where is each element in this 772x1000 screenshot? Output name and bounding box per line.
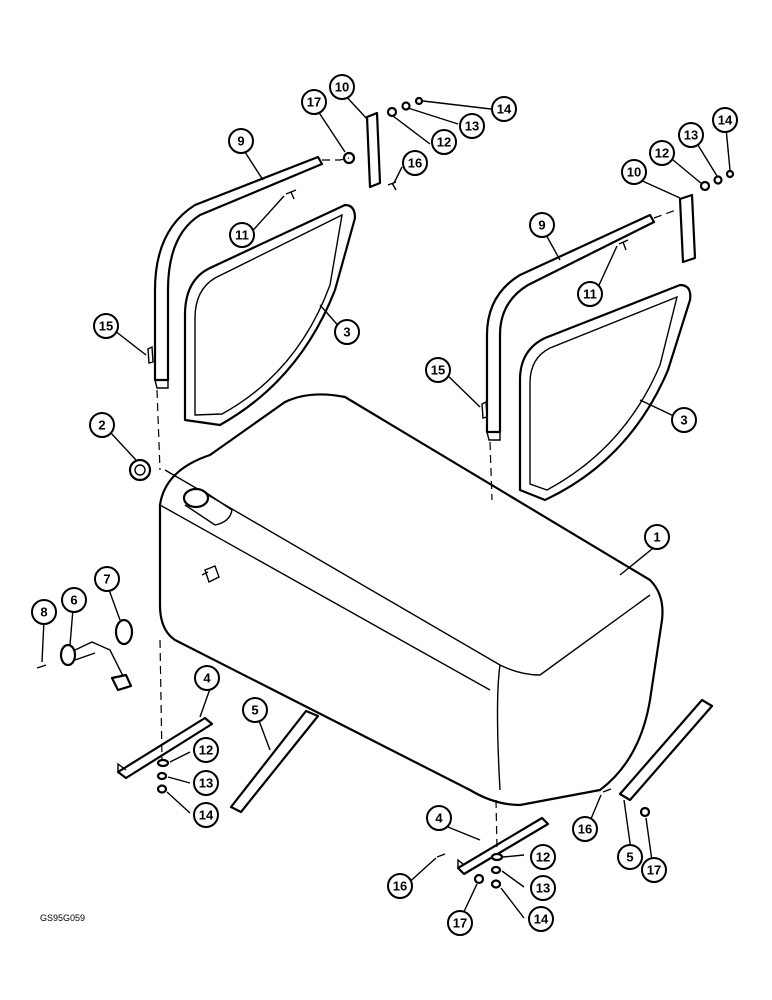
callout-10: 10 (329, 74, 355, 100)
svg-text:9: 9 (237, 134, 244, 149)
strap-bracket-left (153, 155, 324, 389)
svg-text:12: 12 (437, 135, 451, 150)
callout-9: 9 (529, 212, 555, 238)
sender-gasket (114, 618, 134, 646)
svg-text:8: 8 (40, 605, 47, 620)
callout-13: 13 (459, 113, 485, 139)
svg-text:12: 12 (199, 743, 213, 758)
svg-text:1: 1 (653, 530, 660, 545)
svg-text:9: 9 (538, 218, 545, 233)
svg-text:13: 13 (536, 881, 550, 896)
callout-4: 4 (194, 665, 220, 691)
svg-text:17: 17 (307, 95, 321, 110)
sender-screw (36, 664, 47, 669)
svg-text:10: 10 (335, 80, 349, 95)
svg-text:13: 13 (684, 128, 698, 143)
callout-14: 14 (491, 96, 517, 122)
callout-12: 12 (530, 844, 556, 870)
callout-8: 8 (31, 599, 57, 625)
svg-text:5: 5 (626, 850, 633, 865)
callout-11: 11 (229, 222, 255, 248)
fuel-cap (128, 458, 152, 482)
alignment-lines (156, 157, 677, 851)
callout-15: 15 (425, 357, 451, 383)
svg-text:16: 16 (578, 822, 592, 837)
svg-text:17: 17 (453, 916, 467, 931)
callout-15: 15 (93, 313, 119, 339)
rubber-pad-right (618, 698, 714, 802)
svg-text:14: 14 (534, 912, 549, 927)
svg-text:14: 14 (199, 808, 214, 823)
callout-3: 3 (671, 407, 697, 433)
svg-text:3: 3 (343, 325, 350, 340)
svg-text:16: 16 (408, 156, 422, 171)
callout-16: 16 (402, 150, 428, 176)
svg-text:15: 15 (431, 363, 445, 378)
callout-13: 13 (530, 875, 556, 901)
callout-3: 3 (334, 319, 360, 345)
callout-14: 14 (193, 802, 219, 828)
callout-6: 6 (61, 587, 87, 613)
support-bracket-left (116, 716, 214, 780)
callout-5: 5 (242, 697, 268, 723)
svg-text:15: 15 (99, 319, 113, 334)
svg-text:11: 11 (583, 287, 597, 302)
callout-17: 17 (301, 89, 327, 115)
hardware-lower-left (156, 758, 170, 794)
svg-text:4: 4 (435, 811, 443, 826)
callout-14: 14 (712, 107, 738, 133)
svg-text:17: 17 (647, 863, 661, 878)
callout-5: 5 (617, 844, 643, 870)
callout-16: 16 (387, 873, 413, 899)
callout-16: 16 (572, 816, 598, 842)
svg-text:5: 5 (251, 703, 258, 718)
hardware-lower-right (436, 788, 651, 889)
callout-11: 11 (577, 281, 603, 307)
callout-12: 12 (193, 737, 219, 763)
svg-text:12: 12 (655, 146, 669, 161)
support-bracket-right (456, 816, 550, 876)
mount-plate-right (678, 193, 697, 264)
svg-text:7: 7 (103, 572, 110, 587)
callout-13: 13 (678, 122, 704, 148)
callout-7: 7 (94, 566, 120, 592)
callout-12: 12 (431, 129, 457, 155)
strap-bracket-right (485, 213, 656, 441)
callout-4: 4 (426, 805, 452, 831)
rubber-pad-left (229, 709, 320, 814)
fuel-tank (158, 393, 664, 807)
svg-text:12: 12 (536, 850, 550, 865)
callout-17: 17 (641, 857, 667, 883)
svg-text:2: 2 (98, 418, 105, 433)
svg-text:13: 13 (199, 776, 213, 791)
svg-text:4: 4 (203, 671, 211, 686)
tank-strap-right (518, 283, 692, 502)
callout-14: 14 (528, 906, 554, 932)
mount-plate-left (365, 111, 382, 189)
callout-1: 1 (644, 524, 670, 550)
figure-code: GS95G059 (40, 913, 85, 923)
fuel-sender-unit (59, 641, 133, 692)
callout-13: 13 (193, 770, 219, 796)
callout-2: 2 (89, 412, 115, 438)
callout-12: 12 (649, 140, 675, 166)
svg-text:14: 14 (497, 102, 512, 117)
callout-17: 17 (447, 910, 473, 936)
svg-text:13: 13 (465, 119, 479, 134)
svg-text:11: 11 (235, 228, 249, 243)
callout-9: 9 (228, 128, 254, 154)
tank-strap-left (183, 203, 357, 427)
svg-text:14: 14 (718, 113, 733, 128)
callout-10: 10 (621, 159, 647, 185)
svg-text:3: 3 (680, 413, 687, 428)
svg-text:16: 16 (393, 879, 407, 894)
svg-text:6: 6 (70, 593, 77, 608)
svg-text:10: 10 (627, 165, 641, 180)
hardware-top-right (481, 169, 735, 419)
